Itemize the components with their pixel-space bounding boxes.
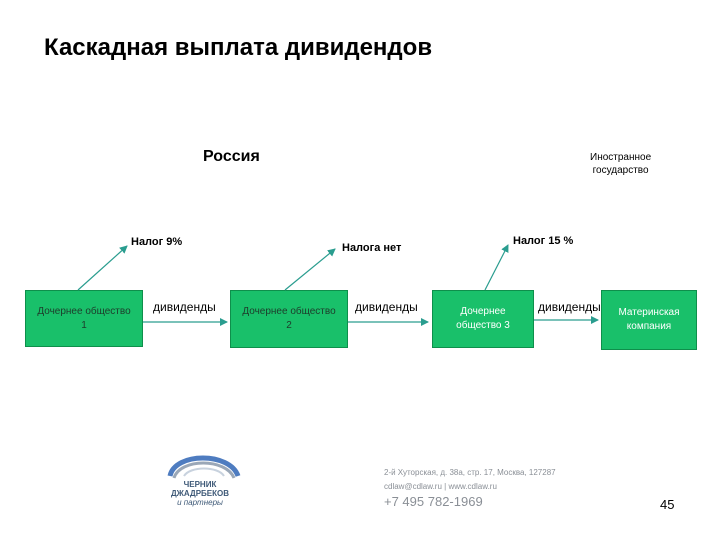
region-russia: Россия [203, 148, 260, 165]
tax-arrow-2 [284, 248, 336, 291]
tax-label-1: Налог 9% [131, 236, 183, 248]
subsidiary-box-2: Дочернее общество 2 [230, 290, 348, 348]
tax-label-3: Налог 15 % [513, 235, 574, 247]
parent-company-box: Материнская компания [601, 290, 697, 350]
subsidiary-box-1: Дочернее общество 1 [25, 290, 143, 347]
dividends-label-3: дивиденды [538, 300, 601, 314]
slide-title: Каскадная выплата дивидендов [44, 34, 433, 61]
dividends-label-2: дивиденды [355, 300, 418, 314]
footer-address: 2-й Хуторская, д. 38а, стр. 17, Москва, … [384, 468, 556, 477]
subsidiary-box-3: Дочернее общество 3 [432, 290, 534, 348]
footer-email-web: cdlaw@cdlaw.ru | www.cdlaw.ru [384, 482, 497, 491]
firm-logo-icon [167, 455, 241, 479]
tax-arrow-3 [484, 244, 509, 291]
region-foreign: Иностранное государство [590, 152, 652, 176]
firm-logo-text: ЧЕРНИК ДЖАДРБЕКОВ и партнеры [170, 480, 229, 507]
tax-arrow-1 [77, 245, 128, 291]
dividends-label-1: дивиденды [153, 300, 216, 314]
footer-phone: +7 495 782-1969 [384, 494, 483, 509]
tax-label-2: Налога нет [342, 242, 402, 254]
page-number: 45 [660, 497, 675, 512]
footer-contacts: 2-й Хуторская, д. 38а, стр. 17, Москва, … [384, 466, 556, 510]
